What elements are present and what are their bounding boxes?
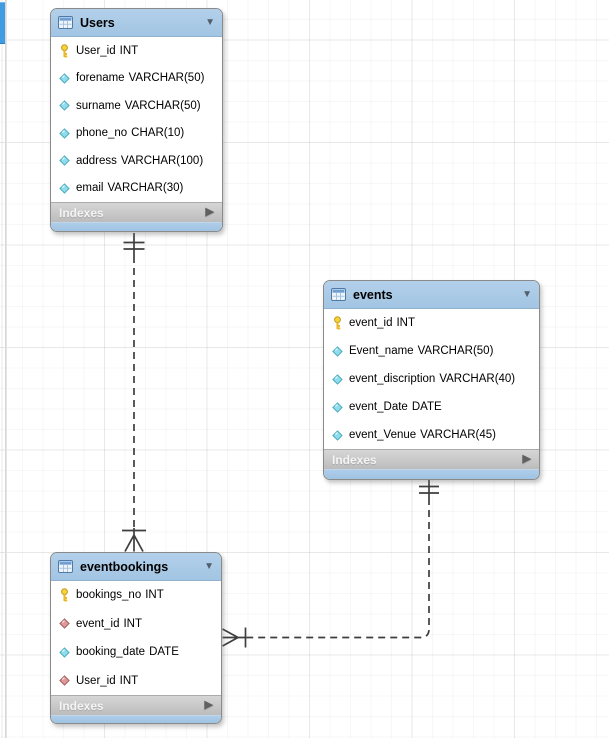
column-diamond-icon [331,372,344,386]
column-diamond-icon [58,71,71,85]
relationship-users-eventbookings[interactable] [122,233,146,552]
table-eventbookings-header[interactable]: eventbookings ▼ [51,553,221,581]
table-icon [331,288,346,301]
column-row[interactable]: forename VARCHAR(50) [51,65,222,93]
relationship-events-eventbookings[interactable] [222,480,440,648]
collapse-table-icon[interactable]: ▼ [522,288,532,300]
foreign-key-diamond-icon [58,674,71,688]
column-row[interactable]: event_id INT [51,610,221,639]
column-row[interactable]: email VARCHAR(30) [51,175,222,203]
column-row[interactable]: event_id INT [324,309,539,337]
indexes-bar[interactable]: Indexes ▶ [51,695,221,715]
sidebar-edge-strip [0,2,5,44]
primary-key-icon [58,44,71,58]
indexes-expand-icon[interactable]: ▶ [205,206,214,218]
crow-foot-many [124,528,144,552]
table-title: Users [80,15,115,30]
table-title: eventbookings [80,559,169,574]
indexes-expand-icon[interactable]: ▶ [522,453,531,465]
table-users[interactable]: Users ▼ User_id INT forename VARCHAR(50)… [50,8,223,232]
column-row[interactable]: address VARCHAR(100) [51,147,222,175]
column-diamond-icon [58,645,71,659]
indexes-label: Indexes [59,698,104,713]
column-diamond-icon [331,428,344,442]
collapse-table-icon[interactable]: ▼ [205,16,215,28]
column-diamond-icon [58,126,71,140]
table-icon [58,16,73,29]
table-eventbookings[interactable]: eventbookings ▼ bookings_no INT event_id… [50,552,222,724]
table-events[interactable]: events ▼ event_id INT Event_name VARCHAR… [323,280,540,480]
column-row[interactable]: User_id INT [51,667,221,696]
table-footer-bar [324,469,539,479]
table-title: events [353,287,393,302]
column-row[interactable]: User_id INT [51,37,222,65]
indexes-label: Indexes [59,205,104,220]
relationship-line-dashed [245,498,430,639]
column-diamond-icon [331,344,344,358]
column-row[interactable]: surname VARCHAR(50) [51,92,222,120]
foreign-key-diamond-icon [58,617,71,631]
indexes-bar[interactable]: Indexes ▶ [324,449,539,469]
primary-key-icon [331,316,344,330]
column-row[interactable]: phone_no CHAR(10) [51,120,222,148]
column-diamond-icon [58,181,71,195]
column-row[interactable]: Event_name VARCHAR(50) [324,337,539,365]
column-row[interactable]: event_Date DATE [324,393,539,421]
column-row[interactable]: booking_date DATE [51,638,221,667]
column-row[interactable]: bookings_no INT [51,581,221,610]
table-footer-bar [51,715,221,723]
crow-foot-many [222,628,245,647]
column-row[interactable]: event_Venue VARCHAR(45) [324,421,539,449]
column-diamond-icon [58,154,71,168]
primary-key-icon [58,588,71,602]
indexes-bar[interactable]: Indexes ▶ [51,202,222,222]
collapse-table-icon[interactable]: ▼ [204,560,214,572]
column-diamond-icon [58,99,71,113]
indexes-label: Indexes [332,452,377,467]
table-events-header[interactable]: events ▼ [324,281,539,309]
table-footer-bar [51,222,222,231]
table-users-header[interactable]: Users ▼ [51,9,222,37]
column-diamond-icon [331,400,344,414]
panel-divider [5,0,7,738]
column-row[interactable]: event_discription VARCHAR(40) [324,365,539,393]
indexes-expand-icon[interactable]: ▶ [204,699,213,711]
table-icon [58,560,73,573]
